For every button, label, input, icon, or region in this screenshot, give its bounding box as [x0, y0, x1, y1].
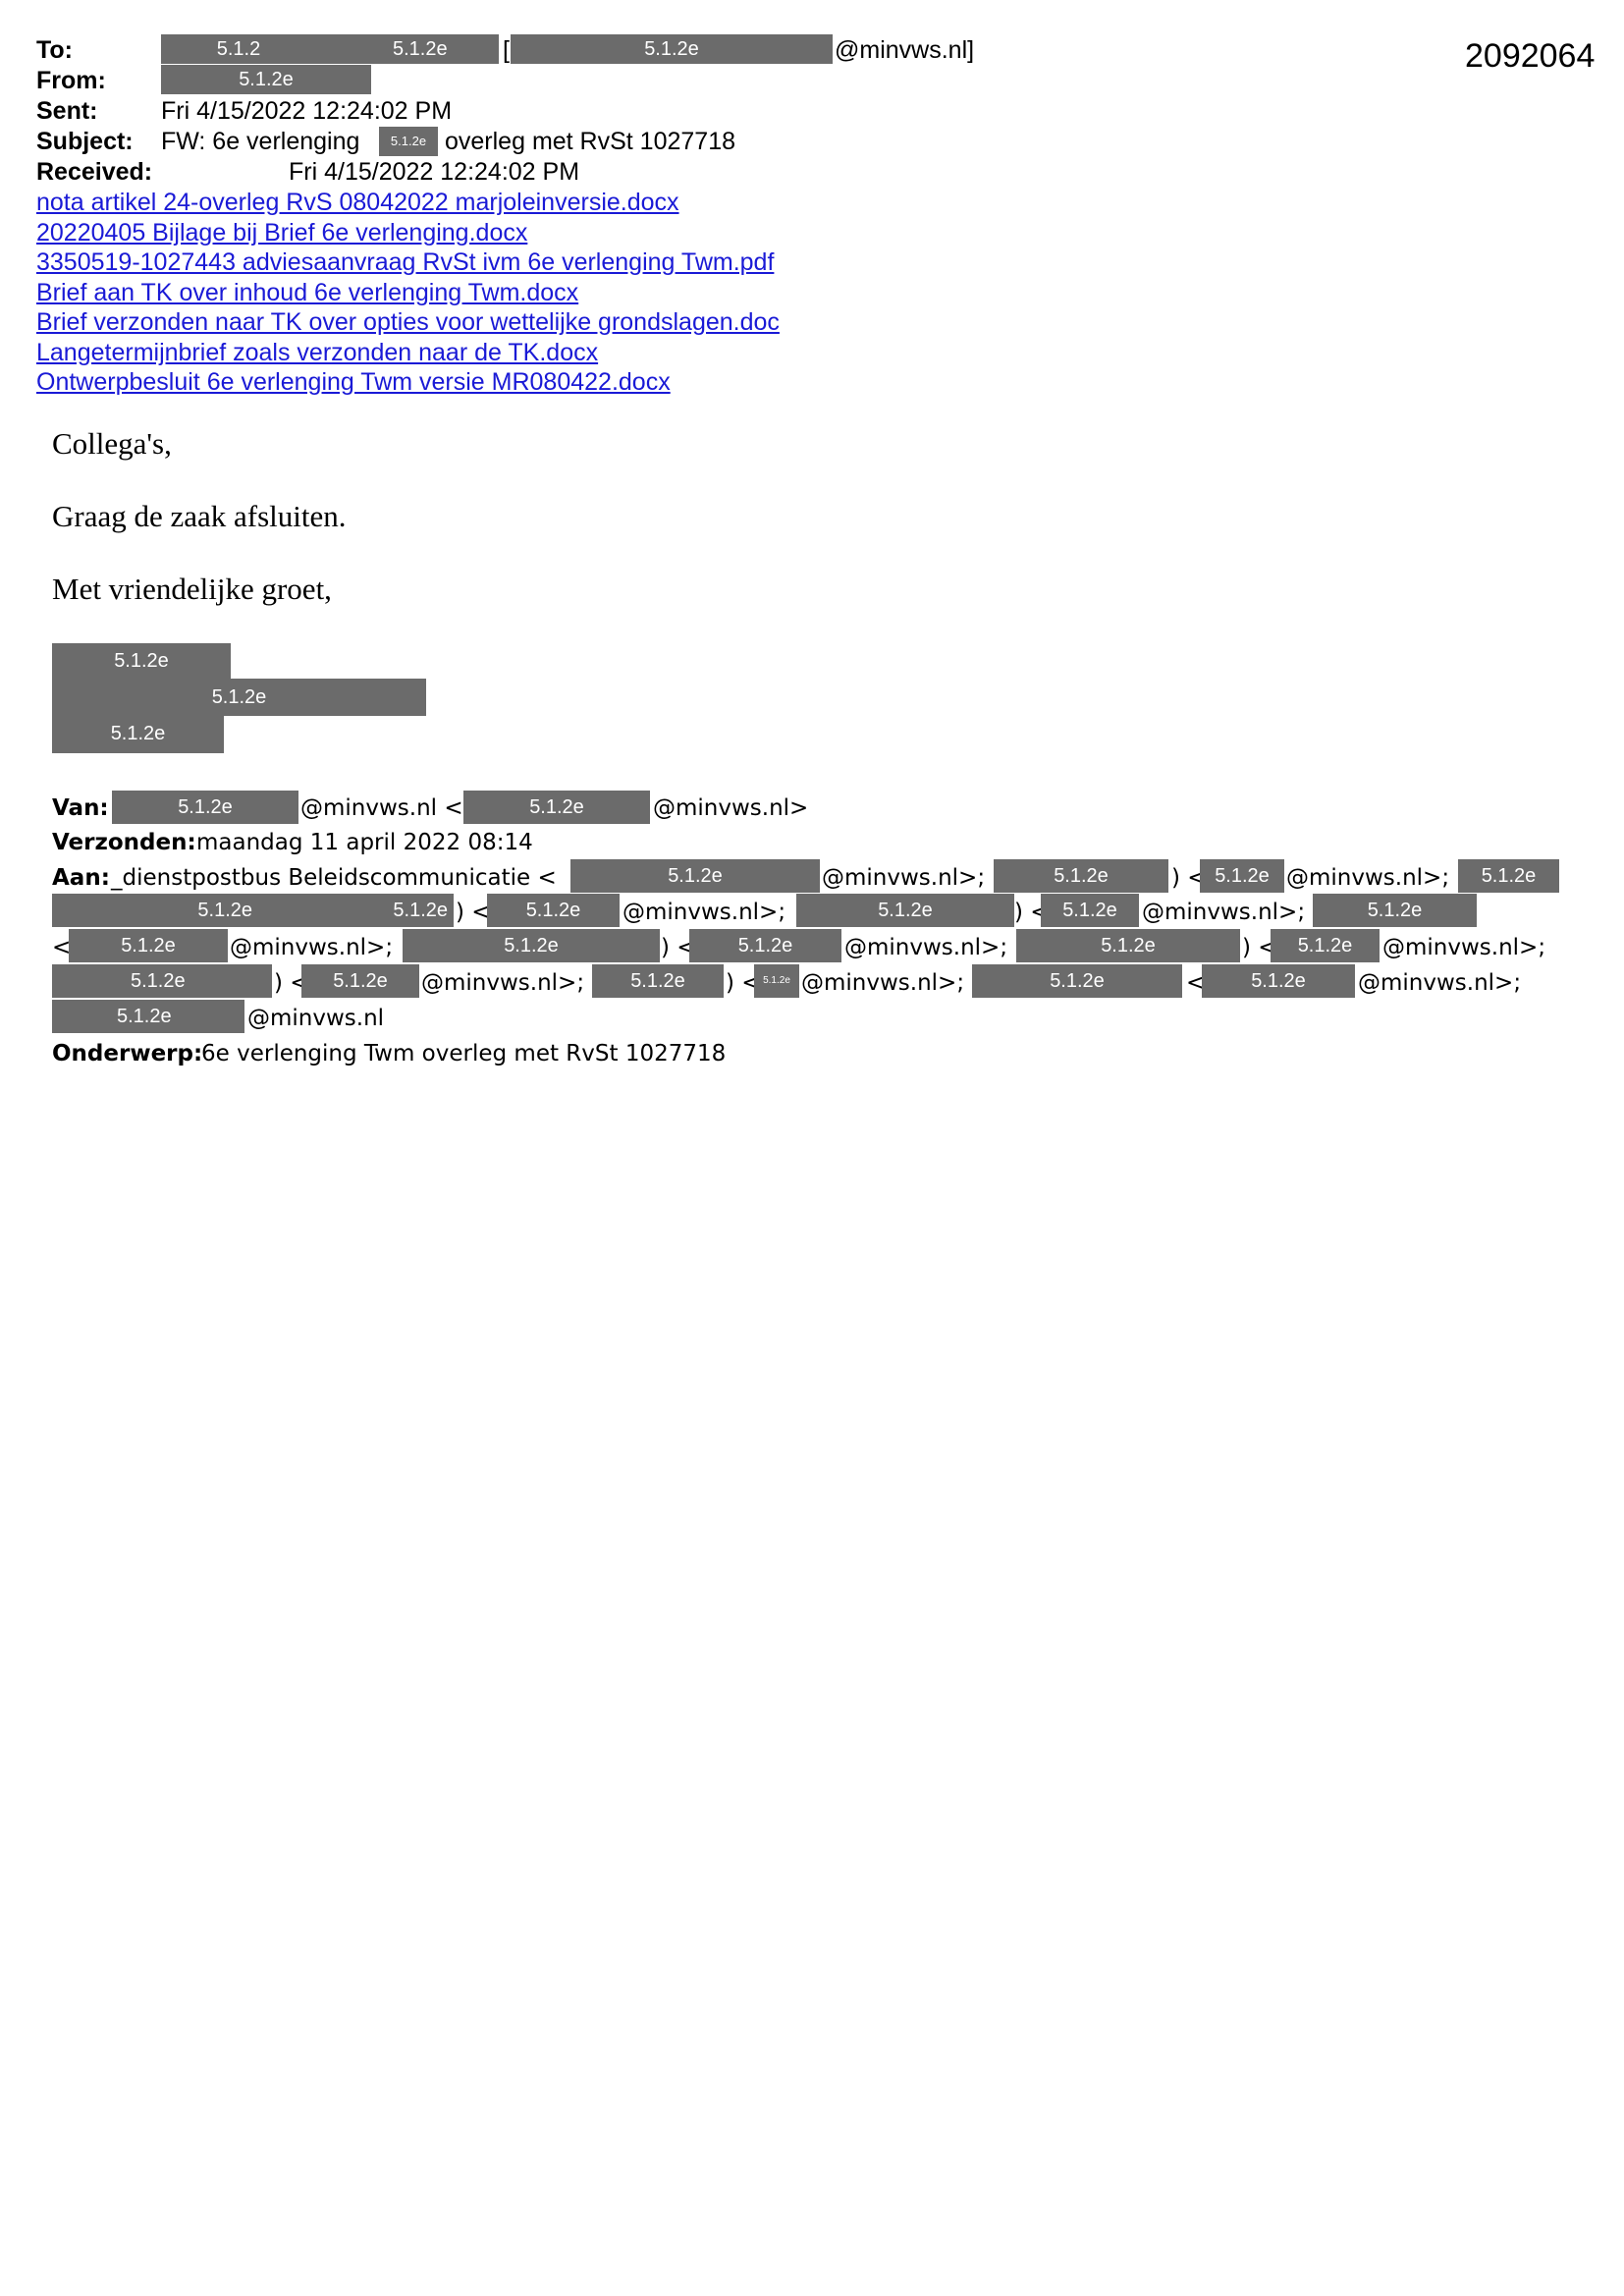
aan-first-recipient: _dienstpostbus Beleidscommunicatie <: [111, 865, 557, 891]
redaction-block: 5.1.2e: [689, 929, 841, 962]
onderwerp-value: 6e verlenging Twm overleg met RvSt 10277…: [201, 1041, 727, 1066]
subject-suffix: overleg met RvSt 1027718: [445, 128, 736, 155]
received-value: Fri 4/15/2022 12:24:02 PM: [289, 158, 580, 186]
redaction-block: 5.1.2e: [1458, 859, 1559, 893]
aan-label: Aan:: [52, 865, 110, 891]
signature-redaction: 5.1.2e: [52, 643, 231, 681]
redaction-block: 5.1.2e: [161, 65, 371, 94]
recipient-domain: @minvws.nl>;: [844, 935, 1008, 960]
redaction-block: 5.1.2e: [570, 859, 820, 893]
recipient-domain: @minvws.nl>;: [230, 935, 394, 960]
sent-value: Fri 4/15/2022 12:24:02 PM: [161, 97, 453, 125]
received-label: Received:: [36, 158, 153, 186]
redaction-block: 5.1.2e: [754, 964, 799, 998]
recipient-domain: @minvws.nl>;: [1382, 935, 1546, 960]
sent-label: Sent:: [36, 97, 98, 125]
van-email-end: @minvws.nl>: [653, 795, 809, 821]
document-number: 2092064: [1465, 37, 1596, 75]
recipient-domain: @minvws.nl>;: [822, 865, 986, 891]
redaction-block: 5.1.2e: [304, 894, 454, 927]
subject-label: Subject:: [36, 128, 134, 155]
closing: Met vriendelijke groet,: [52, 572, 332, 606]
redaction-block: 5.1.2e: [1200, 859, 1284, 893]
redaction-block: 5.1.2e: [69, 929, 228, 962]
recipient-domain: @minvws.nl>;: [801, 970, 965, 996]
attachment-link[interactable]: nota artikel 24-overleg RvS 08042022 mar…: [36, 189, 679, 216]
redaction-block: 5.1.2e: [403, 929, 660, 962]
redaction-block: 5.1.2: [161, 34, 302, 64]
redaction-block: 5.1.2e: [52, 964, 272, 998]
redaction-block: 5.1.2e: [511, 34, 833, 64]
attachment-link[interactable]: 3350519-1027443 adviesaanvraag RvSt ivm …: [36, 248, 775, 276]
from-label: From:: [36, 67, 106, 94]
redaction-block: 5.1.2e: [112, 791, 298, 824]
recipient-separator: <: [52, 935, 72, 960]
redaction-block: 5.1.2e: [592, 964, 724, 998]
attachment-link[interactable]: Ontwerpbesluit 6e verlenging Twm versie …: [36, 368, 671, 396]
attachment-link[interactable]: Langetermijnbrief zoals verzonden naar d…: [36, 339, 599, 366]
redaction-block: 5.1.2e: [301, 964, 419, 998]
recipient-domain: @minvws.nl>;: [623, 900, 786, 925]
redaction-block: 5.1.2e: [972, 964, 1182, 998]
redaction-block: 5.1.2e: [487, 894, 620, 927]
to-email-domain: @minvws.nl]: [835, 36, 975, 64]
recipient-separator: ) <: [456, 900, 491, 925]
onderwerp-label: Onderwerp:: [52, 1041, 203, 1066]
greeting: Collega's,: [52, 426, 172, 461]
recipient-domain: @minvws.nl>;: [421, 970, 585, 996]
recipient-domain: @minvws.nl>;: [1142, 900, 1306, 925]
attachment-link[interactable]: Brief aan TK over inhoud 6e verlenging T…: [36, 279, 579, 306]
verzonden-label: Verzonden:: [52, 830, 196, 855]
van-domain: @minvws.nl <: [300, 795, 463, 821]
redaction-block: 5.1.2e: [52, 1000, 244, 1033]
recipient-domain: @minvws.nl: [247, 1006, 385, 1031]
recipient-domain: @minvws.nl>;: [1286, 865, 1450, 891]
redaction-block: 5.1.2e: [1313, 894, 1477, 927]
attachment-link[interactable]: Brief verzonden naar TK over opties voor…: [36, 308, 780, 336]
signature-redaction: 5.1.2e: [52, 714, 224, 753]
recipient-domain: @minvws.nl>;: [1358, 970, 1522, 996]
redaction-block: 5.1.2e: [52, 894, 307, 927]
redaction-block: 5.1.2e: [994, 859, 1168, 893]
attachment-link[interactable]: 20220405 Bijlage bij Brief 6e verlenging…: [36, 219, 528, 246]
redaction-block: 5.1.2e: [1016, 929, 1240, 962]
redaction-block: 5.1.2e: [1271, 929, 1380, 962]
redaction-block: 5.1.2e: [379, 127, 438, 156]
to-bracket: [: [503, 36, 510, 64]
verzonden-value: maandag 11 april 2022 08:14: [196, 830, 533, 855]
recipient-separator: <: [1186, 970, 1206, 996]
to-label: To:: [36, 36, 74, 64]
redaction-block: 5.1.2e: [463, 791, 650, 824]
redaction-block: 5.1.2e: [1041, 894, 1139, 927]
van-label: Van:: [52, 795, 109, 821]
message-text: Graag de zaak afsluiten.: [52, 499, 347, 533]
subject-prefix: FW: 6e verlenging: [161, 128, 360, 155]
redaction-block: 5.1.2e: [796, 894, 1014, 927]
redaction-block: 5.1.2e: [302, 34, 499, 64]
signature-redaction: 5.1.2e: [52, 679, 426, 716]
redaction-block: 5.1.2e: [1202, 964, 1355, 998]
